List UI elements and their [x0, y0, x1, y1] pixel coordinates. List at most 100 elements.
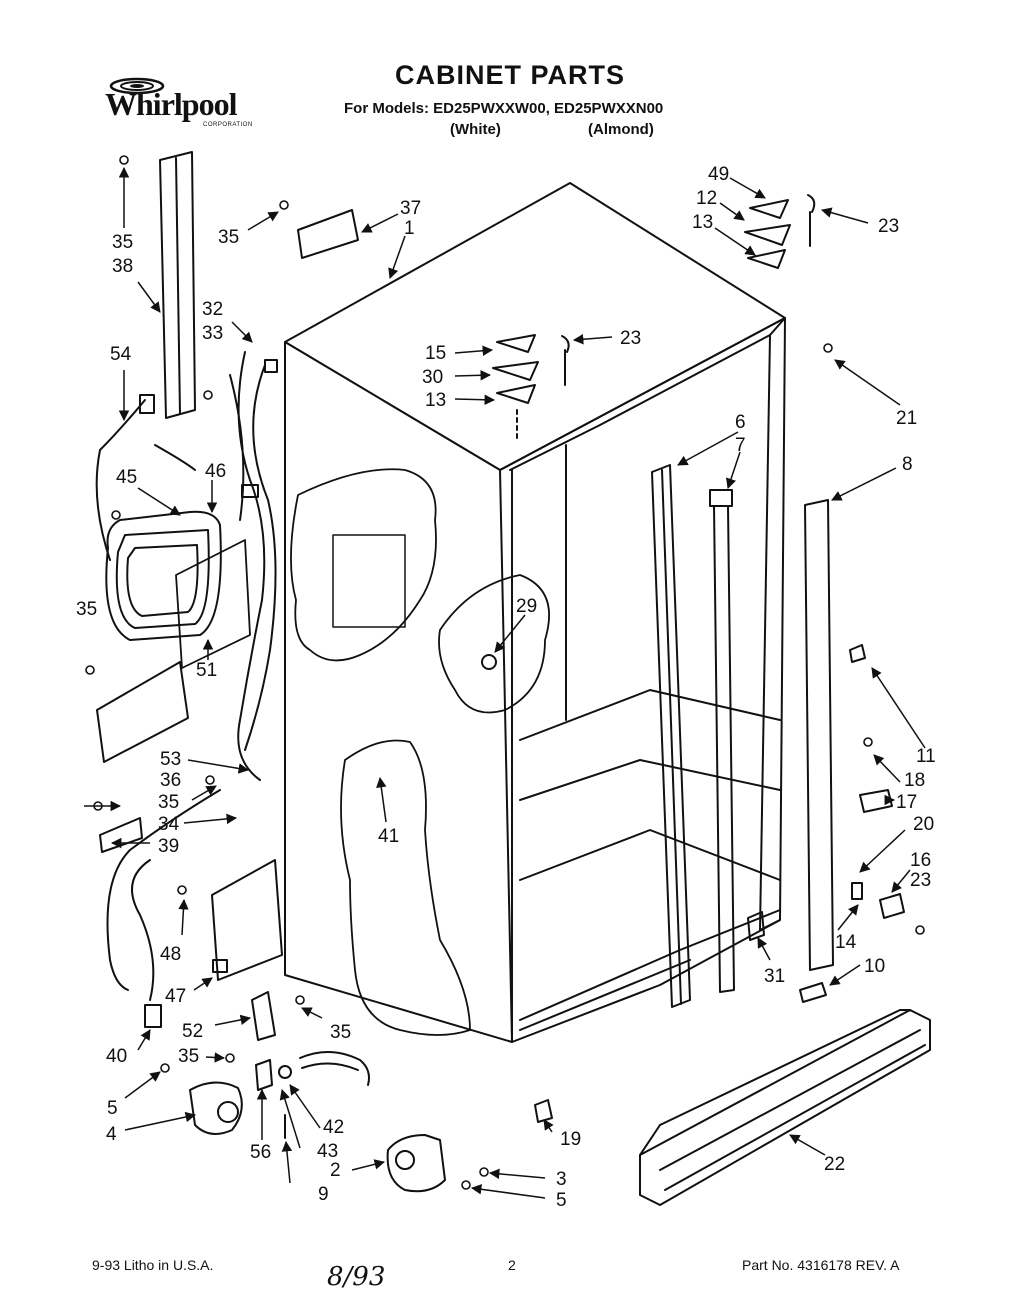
handwritten-date: 8/93 [327, 1262, 386, 1292]
callout-13: 13 [692, 212, 713, 233]
logo-wordmark: Whirlpool [105, 86, 237, 122]
callout-52: 52 [182, 1021, 203, 1042]
callout-15: 15 [425, 343, 446, 364]
panel-36 [96, 661, 189, 763]
callout-12: 12 [696, 188, 717, 209]
callout-2: 2 [330, 1160, 341, 1181]
callout-54: 54 [110, 344, 132, 365]
bracket-37 [297, 209, 359, 259]
callout-35: 35 [76, 599, 97, 620]
cabinet-shell [284, 182, 786, 1043]
callout-41: 41 [378, 826, 399, 847]
callout-35: 35 [330, 1022, 351, 1043]
callout-56: 56 [250, 1142, 271, 1163]
callout-16: 16 [910, 850, 931, 871]
callout-32: 32 [202, 299, 223, 320]
cutaway-insulation-lower [340, 739, 471, 1036]
callout-31: 31 [764, 966, 785, 987]
callout-22: 22 [824, 1154, 845, 1175]
callout-37: 37 [400, 198, 421, 219]
callout-14: 14 [835, 932, 857, 953]
callout-47: 47 [165, 986, 186, 1007]
finish-white: (White) [450, 121, 501, 138]
callout-33: 33 [202, 323, 223, 344]
callout-8: 8 [902, 454, 913, 475]
callout-19: 19 [560, 1129, 581, 1150]
grille-22 [639, 1009, 931, 1206]
callout-11: 11 [916, 746, 936, 767]
control-box-48 [211, 859, 283, 981]
callout-34: 34 [158, 814, 180, 835]
callout-23: 23 [910, 870, 931, 891]
grommet-29 [481, 654, 497, 670]
callout-9: 9 [318, 1184, 329, 1205]
wire-harness-32 [229, 351, 277, 781]
callout-13: 13 [425, 390, 446, 411]
hinge-top-center [492, 334, 570, 439]
model-numbers: For Models: ED25PWXXW00, ED25PWXXN00 [344, 100, 664, 117]
callout-35: 35 [178, 1046, 199, 1067]
callout-5: 5 [107, 1098, 118, 1119]
callout-46: 46 [205, 461, 226, 482]
callout-53: 53 [160, 749, 181, 770]
logo-swirl-icon [109, 77, 165, 95]
litho-info: 9-93 Litho in U.S.A. [92, 1257, 214, 1273]
clip-19 [534, 1099, 553, 1123]
callout-23: 23 [878, 216, 899, 237]
callout-42: 42 [323, 1117, 344, 1138]
callout-45: 45 [116, 467, 137, 488]
finish-almond: (Almond) [588, 121, 654, 138]
callout-43: 43 [317, 1141, 338, 1162]
page-number: 2 [508, 1257, 516, 1273]
callout-5: 5 [556, 1190, 567, 1211]
channel-38 [159, 151, 196, 419]
callout-7: 7 [735, 435, 746, 456]
callout-1: 1 [404, 218, 415, 239]
breaker-strip-6 [651, 464, 691, 1008]
callout-20: 20 [913, 814, 934, 835]
stop-10 [799, 982, 827, 1003]
whirlpool-logo: Whirlpool CORPORATION [95, 72, 265, 132]
callout-35: 35 [158, 792, 179, 813]
bracket-52 [251, 991, 276, 1041]
callout-30: 30 [422, 367, 443, 388]
leader-lines [84, 166, 926, 1199]
strip-8 [804, 499, 834, 971]
callout-18: 18 [904, 770, 925, 791]
callout-38: 38 [112, 256, 133, 277]
callout-49: 49 [708, 164, 729, 185]
callout-23: 23 [620, 328, 641, 349]
callout-4: 4 [106, 1124, 117, 1145]
callout-48: 48 [160, 944, 181, 965]
cover-39 [99, 817, 143, 853]
callout-35: 35 [112, 232, 133, 253]
callout-36: 36 [160, 770, 181, 791]
clip-31 [747, 911, 765, 941]
logo-corporation: CORPORATION [203, 122, 253, 128]
callout-10: 10 [864, 956, 885, 977]
callout-40: 40 [106, 1046, 127, 1067]
hinge-bracket-16 [879, 893, 905, 919]
callout-labels: 35 38 35 37 1 54 32 33 49 12 13 23 15 30… [76, 164, 936, 1211]
part-number: Part No. 4316178 REV. A [742, 1257, 900, 1273]
leveler-2 [386, 1134, 446, 1193]
heater-45 [105, 510, 222, 641]
callout-39: 39 [158, 836, 179, 857]
cutaway-insulation-upper [290, 468, 437, 662]
tube-42 [299, 1050, 370, 1086]
callout-51: 51 [196, 660, 217, 681]
hinge-top-right [744, 194, 816, 269]
bracket-17 [859, 789, 893, 813]
power-cord [106, 789, 221, 1001]
callout-21: 21 [896, 408, 917, 429]
page-title: CABINET PARTS [395, 60, 626, 90]
callout-35: 35 [218, 227, 239, 248]
cutaway-back [438, 574, 550, 714]
clip-11 [849, 644, 866, 663]
callout-3: 3 [556, 1169, 567, 1190]
insulation-block-46 [175, 539, 251, 669]
callout-29: 29 [516, 596, 537, 617]
callout-6: 6 [735, 412, 746, 433]
mullion-7 [709, 489, 735, 993]
